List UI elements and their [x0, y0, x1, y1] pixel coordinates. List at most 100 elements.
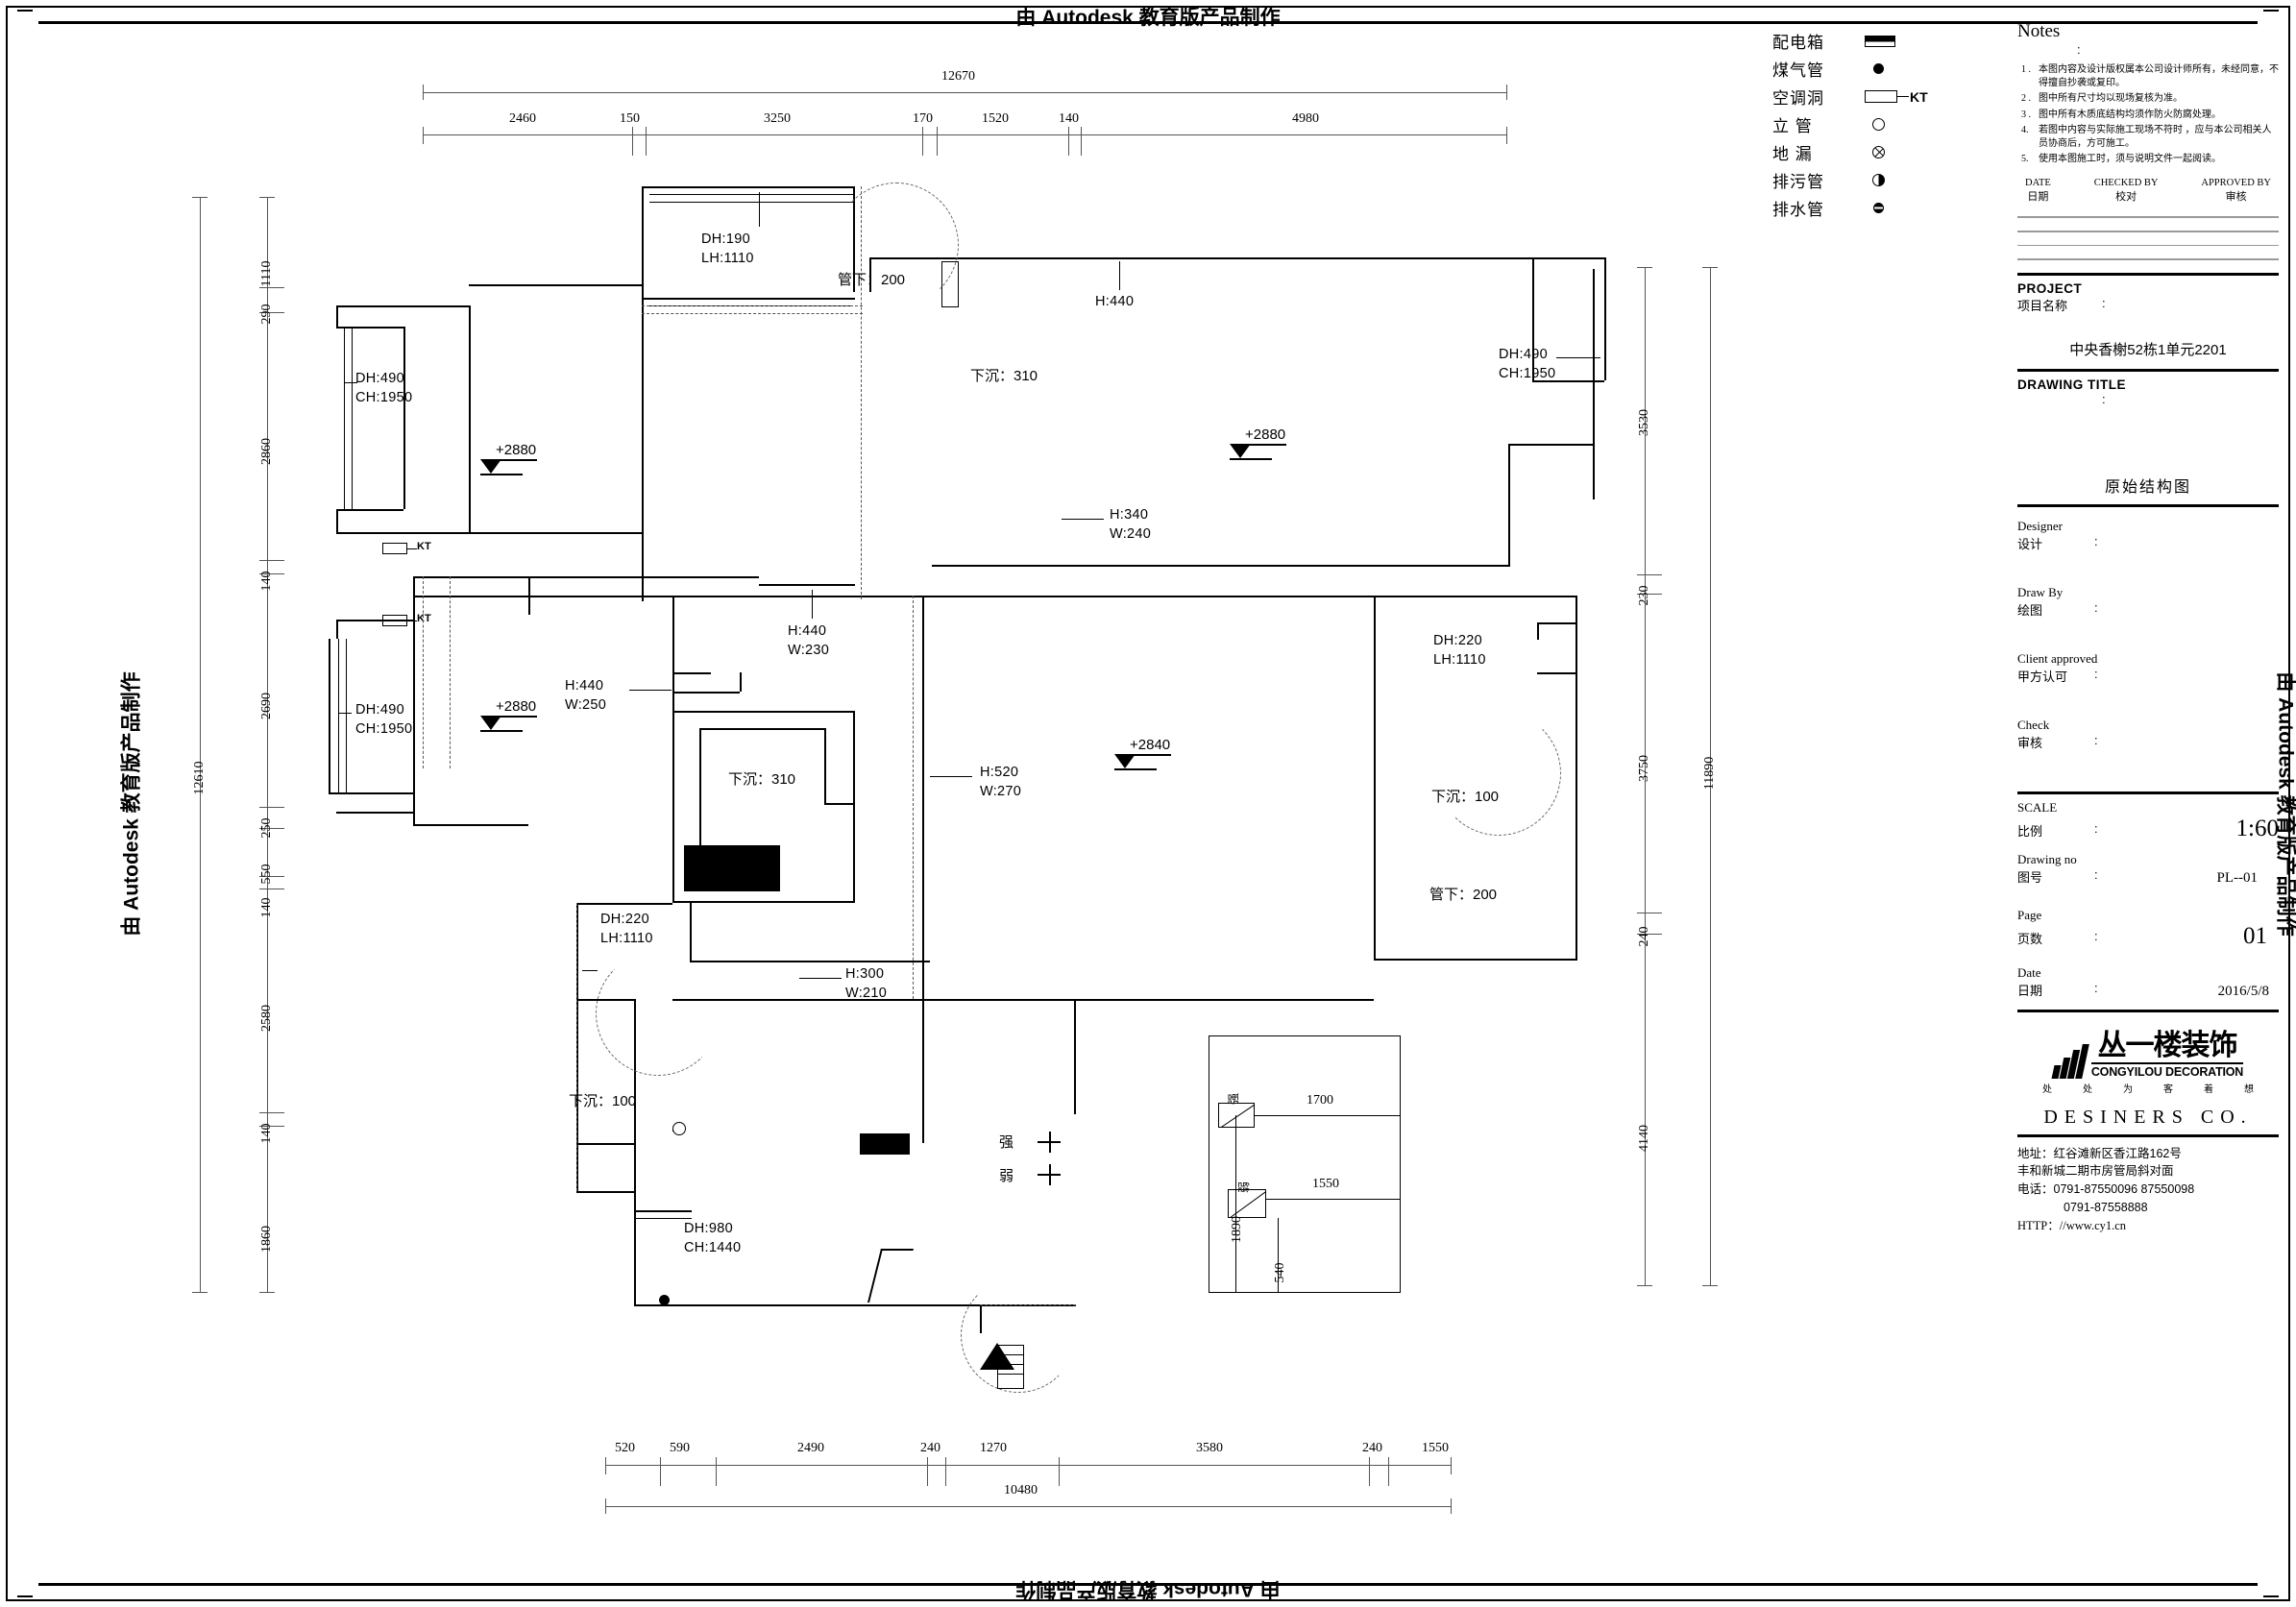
wall	[336, 327, 403, 329]
drawing-title-value: 原始结构图	[2104, 478, 2191, 496]
dim-tick	[1081, 127, 1082, 156]
dim-tick	[259, 1292, 275, 1293]
dwgno-value: PL--01	[2216, 869, 2259, 886]
dim-left-seg-6: 250	[259, 817, 274, 839]
wall	[642, 186, 644, 284]
strong-electric-label: 强	[999, 1134, 1014, 1151]
approval-header: DATE 日期 CHECKED BY 校对 APPROVED BY 审核	[2017, 178, 2279, 204]
wall	[576, 1191, 636, 1193]
check-label-en: Check	[2017, 717, 2050, 732]
level-value: +2840	[1130, 737, 1171, 753]
note-text: 使用本图施工时，须与说明文件一起阅读。	[2039, 154, 2221, 165]
floor-plan-drawing: 12670 2460 150 3250 170 1520 140 4980 12…	[192, 69, 1718, 1514]
wall	[1537, 622, 1539, 640]
wall	[1074, 999, 1076, 1114]
axis-guide	[423, 576, 424, 768]
dim-left-seg-3: 2860	[259, 438, 274, 465]
page-label-cn: 页数	[2017, 931, 2043, 946]
slogan-char: 处	[2083, 1084, 2092, 1095]
wall	[740, 672, 742, 692]
divider	[2017, 244, 2279, 247]
legend-label: 立 管	[1772, 117, 1813, 135]
legend-item-distribution-box: 配电箱	[1772, 27, 1993, 55]
wall	[932, 565, 1508, 567]
company-logo: 丛一楼装饰 CONGYILOU DECORATION 处 处 为 客 着 想	[2017, 1031, 2279, 1095]
legend-item-riser-pipe: 立 管	[1772, 110, 1993, 138]
half-filled-circle-icon	[1865, 174, 1980, 186]
filled-circle-icon	[1865, 63, 1980, 74]
wall	[413, 824, 528, 826]
note-item: 3 . 图中所有木质底结构均须作防火防腐处理。	[2017, 109, 2279, 122]
wall	[469, 532, 642, 534]
detail-dim-line-540	[1278, 1218, 1279, 1293]
wall	[1508, 444, 1595, 446]
dim-right-seg-2: 230	[1637, 585, 1651, 606]
dim-line-left-chain	[267, 197, 268, 1292]
dim-tick	[605, 1457, 606, 1474]
phone-line-1: 电话：0791-87550096 87550098	[2017, 1182, 2195, 1197]
leader-line	[1119, 261, 1120, 290]
wall	[1374, 596, 1575, 597]
sheet-border	[6, 6, 2290, 1601]
legend-item-gas-pipe: 煤气管	[1772, 55, 1993, 83]
door-swing-arc	[596, 951, 721, 1076]
scale-value: 1:60	[2235, 815, 2279, 841]
floor-drain-icon	[1865, 146, 1980, 158]
divider	[2017, 272, 2279, 276]
wall	[1374, 959, 1575, 961]
window-line	[352, 327, 353, 509]
bottom-rule	[38, 1583, 2258, 1586]
divider	[2017, 1009, 2279, 1012]
date-value: 2016/5/8	[2217, 983, 2269, 999]
dim-tick	[1702, 267, 1718, 268]
wall	[413, 768, 415, 826]
level-value: +2880	[496, 442, 537, 458]
ac-hole-lead	[407, 548, 417, 549]
annotation-h440-kitchen: H:440	[1095, 294, 1135, 309]
company-name-en: CONGYILOU DECORATION	[2090, 1061, 2243, 1079]
project-colon: :	[2102, 295, 2106, 310]
project-label-en: PROJECT	[2017, 280, 2083, 296]
open-circle-icon	[1865, 118, 1980, 131]
wall	[1532, 257, 1604, 259]
wall	[329, 792, 413, 794]
wall	[634, 1210, 692, 1212]
detail-dim-540: 540	[1273, 1262, 1287, 1283]
level-value: +2880	[496, 698, 537, 715]
drawby-colon: :	[2094, 599, 2098, 615]
wall	[576, 903, 672, 905]
kt-text: KT	[1910, 88, 1928, 105]
dim-bot-seg-1: 520	[615, 1441, 635, 1455]
page-value: 01	[2243, 922, 2267, 949]
dim-top-seg-4: 170	[913, 111, 933, 126]
dim-left-seg-7: 550	[259, 864, 274, 885]
wall	[690, 903, 692, 962]
dim-tick	[1702, 1285, 1718, 1286]
dim-line-top-chain	[423, 134, 1506, 135]
website-line: HTTP：//www.cy1.cn	[2017, 1218, 2127, 1232]
drawing-title-colon-row: :	[2017, 392, 2279, 406]
panel-box-icon	[1865, 35, 1980, 47]
window-line	[634, 1218, 692, 1219]
window-line	[346, 639, 347, 792]
dim-line-bottom-chain	[605, 1465, 1451, 1466]
wall	[853, 711, 855, 903]
legend: 配电箱 煤气管 空调洞 KT 立 管 地 漏 排污管 排水管	[1772, 27, 1993, 222]
wall	[469, 305, 471, 532]
wall	[690, 961, 930, 962]
dim-right-seg-1: 3530	[1637, 409, 1651, 436]
dim-tick	[716, 1457, 717, 1486]
dim-tick	[1369, 1457, 1370, 1486]
dim-tick	[927, 1457, 928, 1486]
gas-pipe-icon	[659, 1295, 670, 1305]
top-rule	[38, 21, 2258, 24]
axis-guide	[450, 576, 451, 768]
leader-line	[759, 192, 760, 227]
axis-guide	[642, 305, 863, 306]
slogan-char: 处	[2042, 1084, 2052, 1095]
